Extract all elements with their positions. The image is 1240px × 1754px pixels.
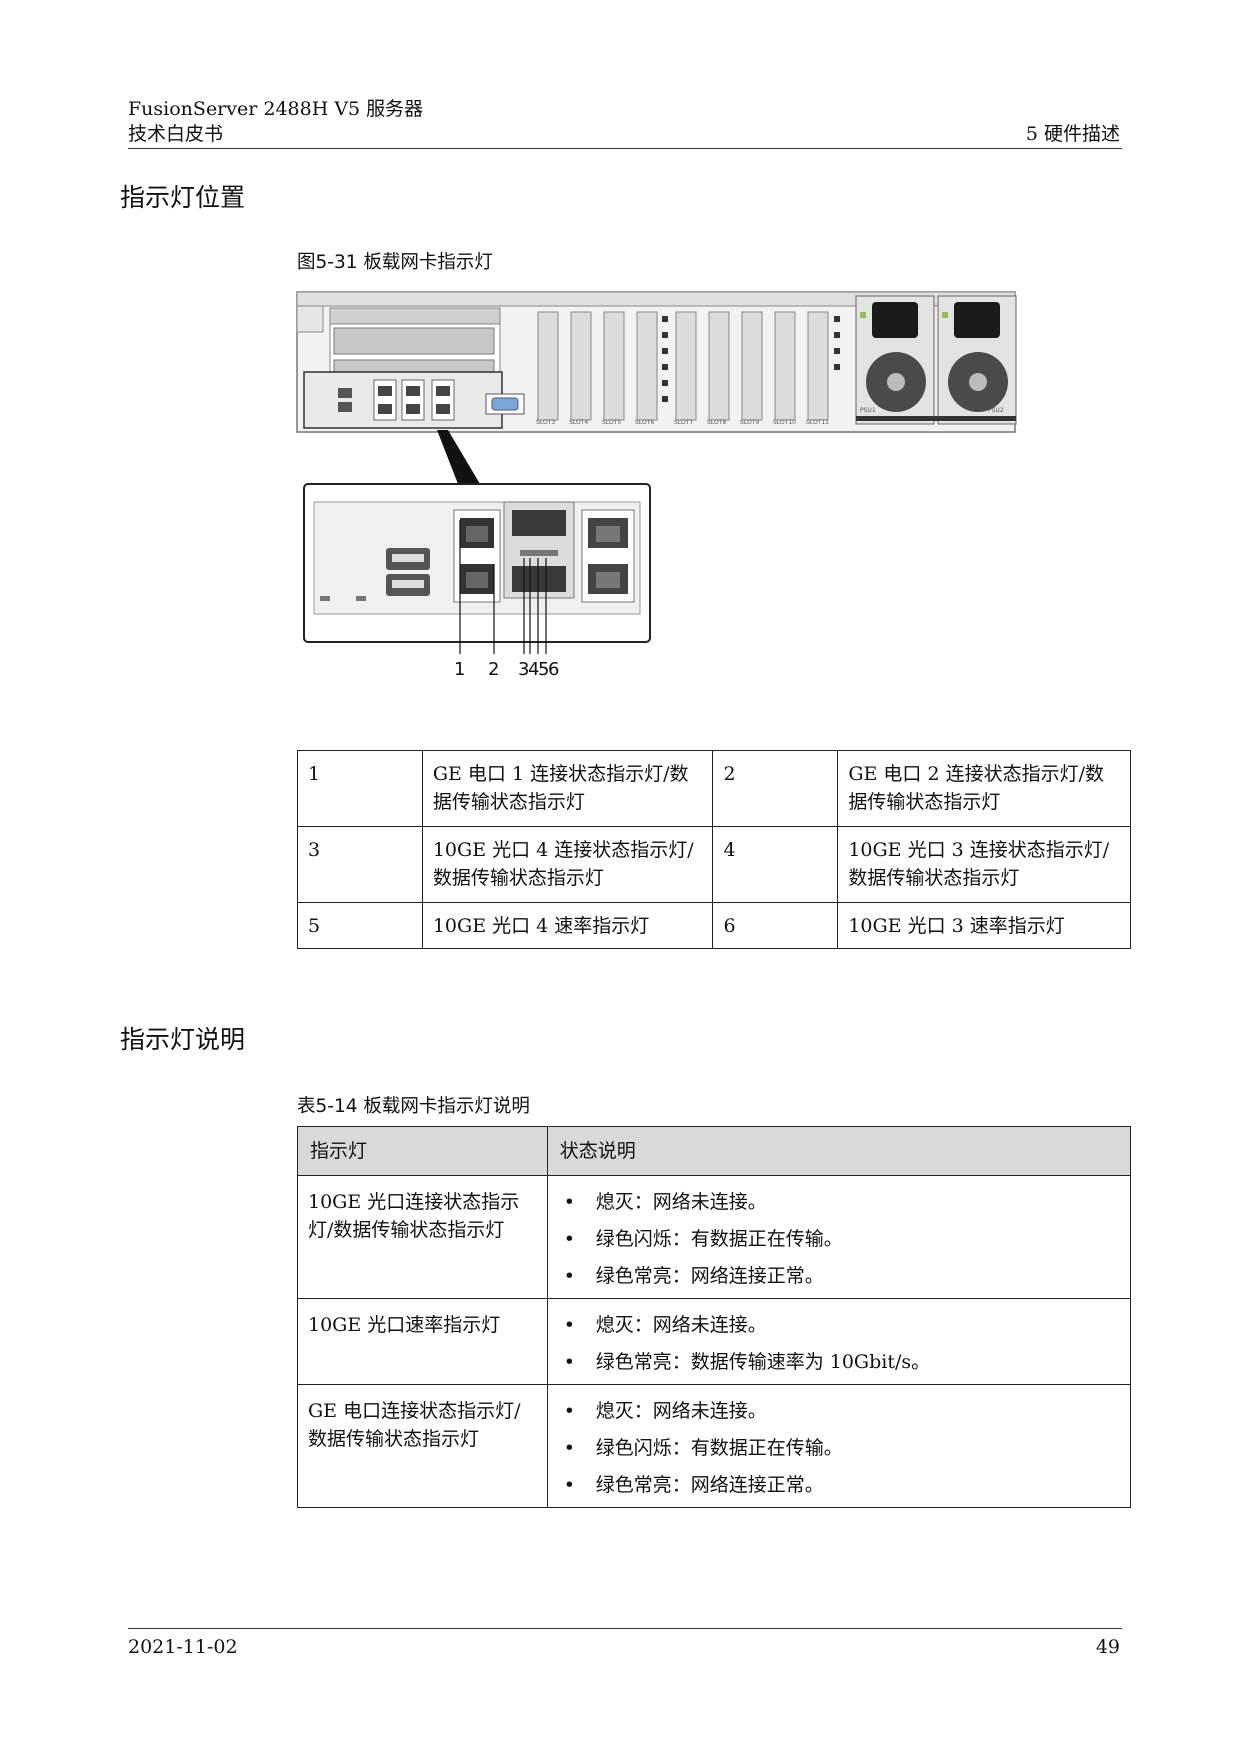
state-item: •熄灭：网络未连接。 xyxy=(563,1191,767,1213)
indicator-name: 10GE 光口速率指示灯 xyxy=(297,1298,548,1385)
slot-label: SLOT10 xyxy=(773,419,796,426)
server-rear-panel: SLOT3 SLOT4 SLOT5 SLOT6 SLOT7 SLOT8 SLOT… xyxy=(296,291,1017,433)
indicator-states: •熄灭：网络未连接。 •绿色闪烁：有数据正在传输。 •绿色常亮：网络连接正常。 xyxy=(546,1384,1132,1508)
legend-description: 10GE 光口 3 连接状态指示灯/数据传输状态指示灯 xyxy=(837,826,1131,903)
state-item: •绿色常亮：网络连接正常。 xyxy=(563,1265,824,1287)
legend-number: 6 xyxy=(712,902,839,949)
figure-caption: 图5-31 板载网卡指示灯 xyxy=(297,252,493,273)
zoom-pointer xyxy=(437,430,480,484)
psu-label: PSU2 xyxy=(988,407,1004,414)
column-header: 指示灯 xyxy=(297,1126,548,1176)
nic-indicator-figure: SLOT3 SLOT4 SLOT5 SLOT6 SLOT7 SLOT8 SLOT… xyxy=(296,291,1017,680)
page-number: 49 xyxy=(1095,1636,1120,1658)
footer-date: 2021-11-02 xyxy=(128,1636,238,1658)
slot-label: SLOT11 xyxy=(806,419,829,426)
state-item: •熄灭：网络未连接。 xyxy=(563,1314,767,1336)
header-rule xyxy=(128,148,1122,149)
slot-label: SLOT7 xyxy=(674,419,693,426)
legend-description: 10GE 光口 3 速率指示灯 xyxy=(837,902,1131,949)
header-chapter: 5 硬件描述 xyxy=(1025,123,1120,145)
table-row: 1 GE 电口 1 连接状态指示灯/数据传输状态指示灯 2 GE 电口 2 连接… xyxy=(297,750,1131,827)
table-caption: 表5-14 板载网卡指示灯说明 xyxy=(297,1096,530,1117)
legend-description: GE 电口 1 连接状态指示灯/数据传输状态指示灯 xyxy=(421,750,714,827)
callout-label: 5 xyxy=(538,659,549,680)
legend-number: 3 xyxy=(297,826,423,903)
state-item: •熄灭：网络未连接。 xyxy=(563,1400,767,1422)
io-zoom-detail xyxy=(303,483,651,643)
table-header-row: 指示灯 状态说明 xyxy=(297,1126,1132,1176)
slot-label: SLOT3 xyxy=(536,419,555,426)
callout-label: 6 xyxy=(548,659,559,680)
header-doc-type: 技术白皮书 xyxy=(128,123,224,145)
legend-table: 1 GE 电口 1 连接状态指示灯/数据传输状态指示灯 2 GE 电口 2 连接… xyxy=(297,750,1131,949)
table-row: GE 电口连接状态指示灯/数据传输状态指示灯 •熄灭：网络未连接。 •绿色闪烁：… xyxy=(297,1384,1132,1508)
slot-label: SLOT4 xyxy=(569,419,588,426)
section-title-description: 指示灯说明 xyxy=(120,1025,246,1054)
legend-number: 2 xyxy=(712,750,839,827)
legend-number: 5 xyxy=(297,902,423,949)
section-title-location: 指示灯位置 xyxy=(120,183,246,212)
state-item: •绿色常亮：网络连接正常。 xyxy=(563,1474,824,1496)
callout-lines xyxy=(459,520,547,654)
status-table: 指示灯 状态说明 10GE 光口连接状态指示灯/数据传输状态指示灯 •熄灭：网络… xyxy=(297,1126,1132,1508)
footer-rule xyxy=(128,1628,1122,1629)
header-product: FusionServer 2488H V5 服务器 xyxy=(128,98,424,120)
slot-label: SLOT8 xyxy=(707,419,726,426)
legend-description: GE 电口 2 连接状态指示灯/数据传输状态指示灯 xyxy=(837,750,1131,827)
indicator-states: •熄灭：网络未连接。 •绿色常亮：数据传输速率为 10Gbit/s。 xyxy=(546,1298,1132,1385)
legend-description: 10GE 光口 4 速率指示灯 xyxy=(421,902,714,949)
callout-label: 4 xyxy=(528,659,539,680)
state-item: •绿色闪烁：有数据正在传输。 xyxy=(563,1228,843,1250)
legend-number: 1 xyxy=(297,750,423,827)
table-row: 3 10GE 光口 4 连接状态指示灯/数据传输状态指示灯 4 10GE 光口 … xyxy=(297,826,1131,903)
state-item: •绿色闪烁：有数据正在传输。 xyxy=(563,1437,843,1459)
indicator-name: 10GE 光口连接状态指示灯/数据传输状态指示灯 xyxy=(297,1175,548,1299)
legend-number: 4 xyxy=(712,826,839,903)
callout-label: 2 xyxy=(488,659,499,680)
psu-label: PSU1 xyxy=(860,407,876,414)
state-item: •绿色常亮：数据传输速率为 10Gbit/s。 xyxy=(563,1351,931,1373)
slot-label: SLOT9 xyxy=(740,419,759,426)
table-row: 10GE 光口速率指示灯 •熄灭：网络未连接。 •绿色常亮：数据传输速率为 10… xyxy=(297,1298,1132,1385)
slot-label: SLOT5 xyxy=(602,419,621,426)
indicator-states: •熄灭：网络未连接。 •绿色闪烁：有数据正在传输。 •绿色常亮：网络连接正常。 xyxy=(546,1175,1132,1299)
legend-description: 10GE 光口 4 连接状态指示灯/数据传输状态指示灯 xyxy=(421,826,714,903)
indicator-name: GE 电口连接状态指示灯/数据传输状态指示灯 xyxy=(297,1384,548,1508)
callout-label: 1 xyxy=(454,659,465,680)
slot-label: SLOT6 xyxy=(635,419,654,426)
table-row: 5 10GE 光口 4 速率指示灯 6 10GE 光口 3 速率指示灯 xyxy=(297,902,1131,949)
table-row: 10GE 光口连接状态指示灯/数据传输状态指示灯 •熄灭：网络未连接。 •绿色闪… xyxy=(297,1175,1132,1299)
callout-label: 3 xyxy=(518,659,529,680)
column-header: 状态说明 xyxy=(546,1126,1132,1176)
